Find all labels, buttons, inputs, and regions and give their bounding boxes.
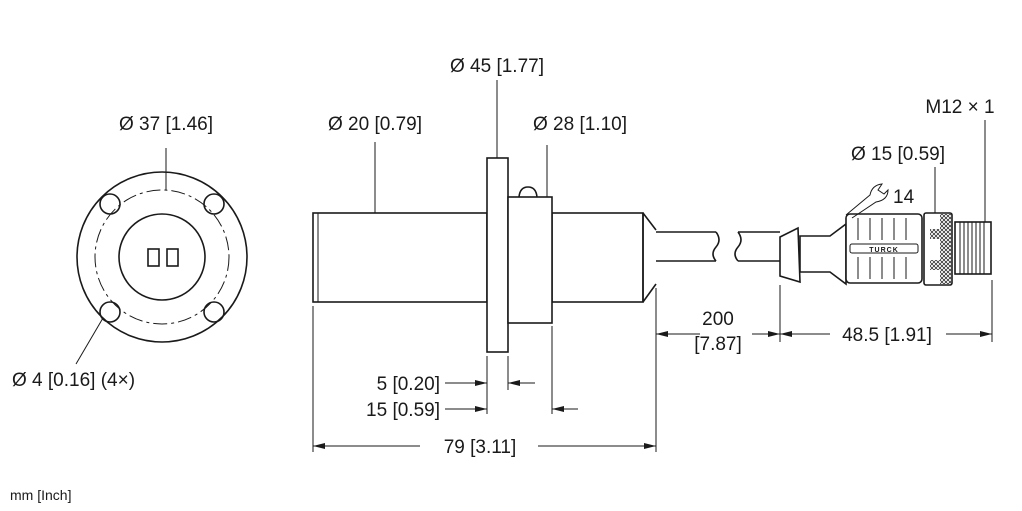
cable: 200 [7.87] xyxy=(656,231,781,355)
side-view: Ø 45 [1.77] Ø 20 [0.79] Ø 28 [1.10] 5 [0… xyxy=(312,56,657,458)
mounting-hole xyxy=(99,193,121,215)
cable-break-icon xyxy=(712,231,720,262)
knurling xyxy=(930,260,940,270)
hole-dim-label: Ø 4 [0.16] (4×) xyxy=(12,370,135,391)
flange-dim-label: Ø 45 [1.77] xyxy=(450,56,544,77)
led-window-left xyxy=(147,248,160,267)
collar xyxy=(507,196,553,324)
led-window-right xyxy=(166,248,179,267)
brand-plate xyxy=(849,243,919,254)
cable-boot xyxy=(779,226,801,284)
connector-neck xyxy=(799,222,847,286)
grip-ribs xyxy=(857,218,907,279)
nut-dim-label: Ø 15 [0.59] xyxy=(851,144,945,165)
thread-lines xyxy=(959,222,985,274)
front-view: Ø 37 [1.46] Ø 4 [0.16] (4×) xyxy=(12,114,248,391)
sensor-body xyxy=(312,212,488,303)
cable-segment xyxy=(656,231,716,262)
overall-length-dim-label: 79 [3.11] xyxy=(444,437,517,458)
flange-outline xyxy=(76,171,248,343)
leader-line xyxy=(75,317,104,365)
sensor-face xyxy=(118,213,206,301)
wrench-size-label: 14 xyxy=(893,187,915,208)
cable-break-icon xyxy=(734,231,742,262)
knurling xyxy=(930,229,940,239)
thread xyxy=(954,221,992,275)
body-dim-label: Ø 20 [0.79] xyxy=(328,114,422,135)
knurling xyxy=(940,214,951,284)
connector: TURCK Ø 15 [0.59] M12 × 1 14 48.5 [1.91] xyxy=(779,97,995,346)
cable-segment xyxy=(738,231,780,262)
wrench-icon xyxy=(845,183,889,219)
bolt-circle xyxy=(94,189,230,325)
flange-thickness-dim-label: 5 [0.20] xyxy=(377,374,440,395)
thread-dim-label: M12 × 1 xyxy=(925,97,994,118)
mounting-hole xyxy=(99,301,121,323)
mounting-hole xyxy=(203,193,225,215)
cable-length-mm-label: 200 xyxy=(702,309,734,330)
rear-chamfer xyxy=(642,212,657,303)
collar-dim-label: Ø 28 [1.10] xyxy=(533,114,627,135)
connector-length-dim-label: 48.5 [1.91] xyxy=(842,325,932,346)
cable-length-in-label: [7.87] xyxy=(694,334,742,355)
set-screw xyxy=(518,186,538,198)
collar-length-dim-label: 15 [0.59] xyxy=(366,400,440,421)
sensor-rear-body xyxy=(551,212,644,303)
bolt-circle-dim-label: Ø 37 [1.46] xyxy=(119,114,213,135)
units-note: mm [Inch] xyxy=(10,487,71,503)
mounting-hole xyxy=(203,301,225,323)
brand-mark: TURCK xyxy=(869,247,899,254)
flange xyxy=(486,157,509,353)
